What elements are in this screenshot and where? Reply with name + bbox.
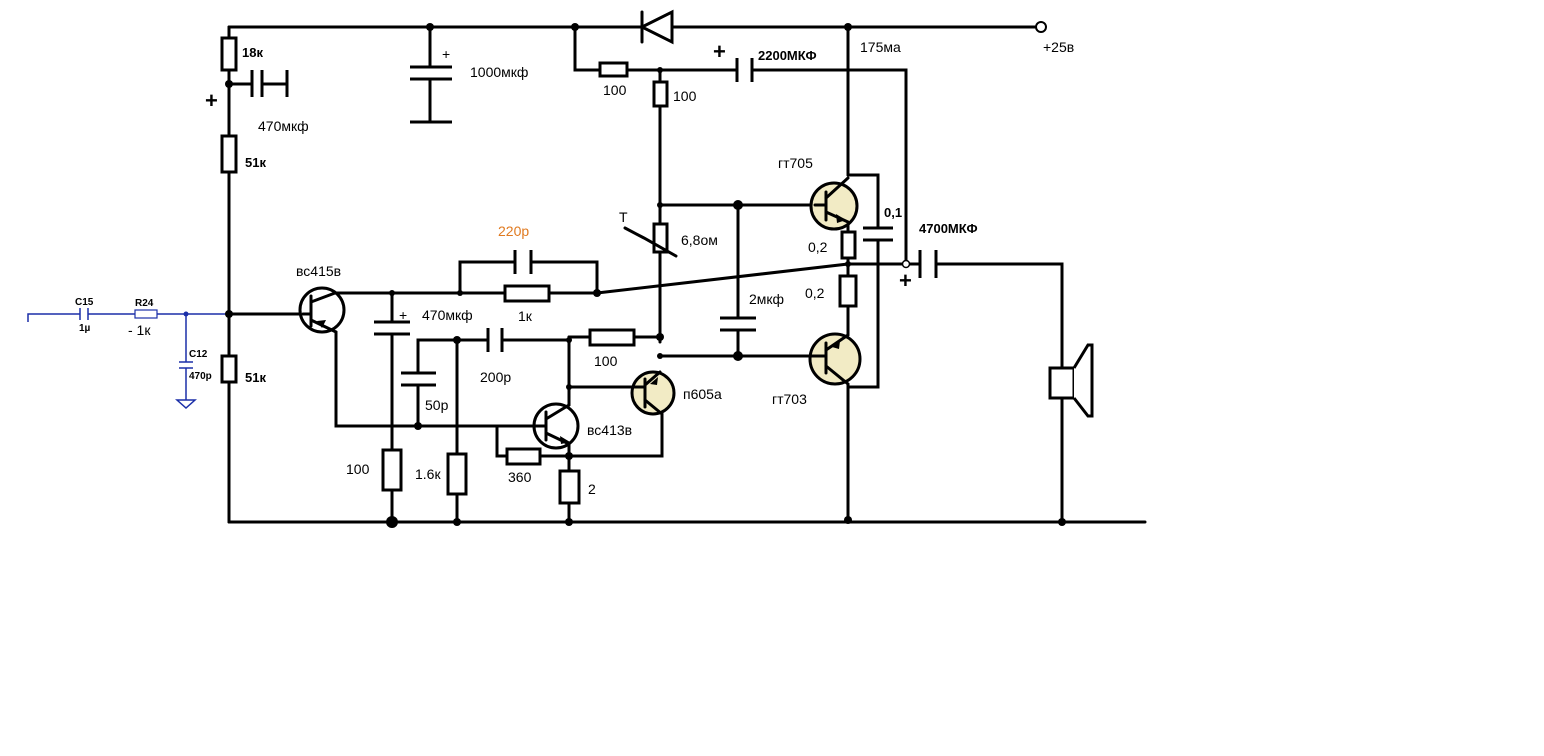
labels: +25в 175ма 18к 470мкф 51к 51к 1000мкф 10… <box>75 39 1074 497</box>
ground-symbol <box>175 399 197 410</box>
speaker-icon <box>1048 343 1094 418</box>
supply-voltage-label: +25в <box>1043 39 1074 55</box>
r24-resistor <box>134 309 158 319</box>
label-gt703: гт703 <box>772 391 807 407</box>
label-470mkf-mid: 470мкф <box>422 307 473 323</box>
label-c15-value: 1µ <box>79 323 91 334</box>
label-50p: 50р <box>425 397 449 413</box>
resistor-51k-bottom <box>220 354 238 384</box>
supply-current-label: 175ма <box>860 39 901 55</box>
transistor-bc413 <box>532 402 580 450</box>
label-c15: C15 <box>75 297 94 308</box>
label-r24: R24 <box>135 298 154 309</box>
svg-text:+: + <box>399 307 407 323</box>
label-220p: 220р <box>498 223 529 239</box>
svg-text:+: + <box>205 88 218 113</box>
resistor-0-2-top <box>840 230 857 260</box>
transistor-p605a <box>630 370 676 416</box>
junction-dot <box>183 311 189 317</box>
junction-dots <box>225 21 1066 528</box>
resistor-18k <box>220 36 238 72</box>
svg-text:+: + <box>899 268 912 293</box>
label-gt705: гт705 <box>778 155 813 171</box>
resistor-360 <box>505 447 542 466</box>
resistors <box>220 36 858 505</box>
label-1k: 1к <box>518 308 533 324</box>
label-100-bottom: 100 <box>346 461 370 477</box>
label-r24-value: - 1к <box>128 322 151 338</box>
input-network <box>27 308 229 410</box>
resistor-100-bottom <box>381 448 403 492</box>
label-2200mkf: 2200МКФ <box>758 48 817 63</box>
label-0-2-top: 0,2 <box>808 239 828 255</box>
label-18k: 18к <box>242 45 263 60</box>
label-200p: 200р <box>480 369 511 385</box>
label-1-6k: 1.6к <box>415 466 441 482</box>
capacitors <box>250 58 938 387</box>
label-4700mkf: 4700МКФ <box>919 221 978 236</box>
resistor-100-horizontal <box>598 61 629 78</box>
label-2: 2 <box>588 481 596 497</box>
label-51k-bottom: 51к <box>245 370 266 385</box>
resistor-1k <box>503 284 551 303</box>
label-bc413: вс413в <box>587 422 632 438</box>
transistor-gt703 <box>808 332 862 386</box>
label-100-mid: 100 <box>594 353 618 369</box>
diode-icon <box>638 9 674 45</box>
transistor-gt705 <box>809 176 859 231</box>
label-470mkf-top: 470мкф <box>258 118 309 134</box>
label-0-2-bottom: 0,2 <box>805 285 825 301</box>
resistor-100-mid <box>588 328 636 347</box>
label-100-horizontal: 100 <box>603 82 627 98</box>
label-100-vertical: 100 <box>673 88 697 104</box>
resistor-1-6k <box>446 452 468 496</box>
label-thermistor-t: Т <box>619 209 628 225</box>
label-6-8om: 6,8ом <box>681 232 718 248</box>
label-1000mkf: 1000мкф <box>470 64 528 80</box>
label-p605a: п605а <box>683 386 722 402</box>
polarity-marks: + + + + + <box>205 39 912 323</box>
label-360: 360 <box>508 469 532 485</box>
label-0-1: 0,1 <box>884 205 902 220</box>
resistor-51k-top <box>220 134 238 174</box>
resistor-2 <box>558 469 581 505</box>
transistor-bc415 <box>298 286 346 334</box>
label-2mkf: 2мкф <box>749 291 784 307</box>
label-c12: C12 <box>189 349 208 360</box>
resistor-100-vertical <box>652 80 669 108</box>
label-c12-value: 470p <box>189 371 212 382</box>
label-bc415: вс415в <box>296 263 341 279</box>
resistor-0-2-bottom <box>838 274 858 308</box>
svg-text:+: + <box>713 39 726 64</box>
label-51k-top: 51к <box>245 155 266 170</box>
thermistor <box>623 222 678 258</box>
svg-text:+: + <box>442 46 450 62</box>
